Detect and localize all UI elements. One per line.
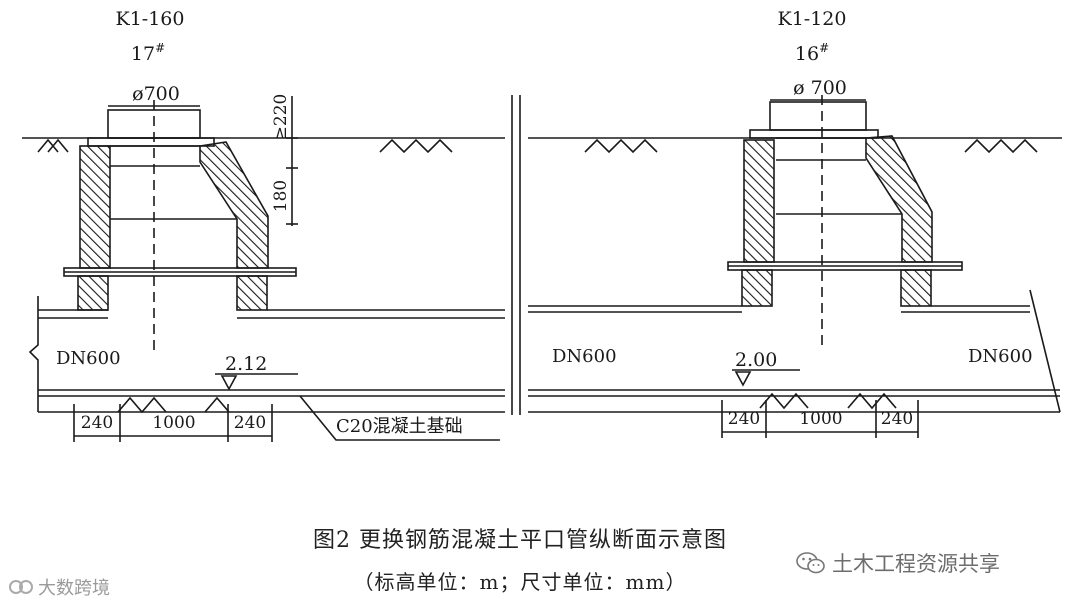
units-note: （标高单位：m；尺寸单位：mm） (353, 570, 687, 594)
dim-180-label: 180 (271, 180, 291, 212)
elev-marker-right (732, 369, 800, 387)
elev-marker-left (215, 373, 298, 391)
dim-a-right: 240 (728, 409, 760, 429)
ground-symbol-8 (847, 392, 897, 410)
foundation-label: C20混凝土基础 (336, 416, 463, 437)
logo-icon (9, 580, 33, 594)
dim-c-right: 240 (881, 409, 913, 429)
pipe-label-mid: DN600 (552, 346, 617, 367)
ground-symbol-1 (37, 138, 69, 153)
dim-220-label: ≥220 (271, 94, 291, 141)
watermark-left: 大数跨境 (8, 574, 110, 600)
pier-right-2 (900, 269, 932, 307)
left-wall-right (743, 139, 775, 263)
pier-right-1 (741, 269, 773, 307)
dim-strip-right (721, 400, 919, 438)
well-no-right: 16# (795, 41, 829, 65)
foundation-leader (299, 395, 500, 441)
right-wall-right (865, 135, 933, 263)
wechat-icon (796, 552, 825, 574)
dim-b-right: 1000 (799, 409, 842, 429)
elev-label-left: 2.12 (225, 353, 267, 375)
ground-symbol-7 (759, 392, 809, 410)
elev-label-right: 2.00 (735, 349, 777, 371)
manhole-right (727, 95, 963, 345)
right-wall-left (199, 141, 269, 269)
watermark-right: 土木工程资源共享 (796, 548, 1000, 578)
pipe-section-drawing: K1-160 17# ø700 K1-120 16# ø 700 ≥220 18… (22, 8, 1062, 442)
pipe-label-left: DN600 (56, 348, 121, 369)
stake-right: K1-120 (778, 8, 847, 30)
watermark-left-text: 大数跨境 (38, 578, 110, 599)
ground-symbol-6 (204, 396, 230, 413)
ground-symbol-5 (117, 396, 167, 414)
dim-strip-left (73, 404, 273, 442)
manhole-left (63, 100, 297, 350)
dim-b-left: 1000 (152, 413, 195, 433)
dim-c-left: 240 (234, 413, 266, 433)
figure-caption: 图2 更换钢筋混凝土平口管纵断面示意图 (313, 528, 727, 553)
pipe-label-right: DN600 (968, 346, 1033, 367)
pier-left-1 (77, 275, 109, 311)
dia-label-left: ø700 (132, 83, 180, 105)
ground-symbol-4 (964, 138, 1038, 154)
left-wall-left (79, 145, 111, 269)
dim-a-left: 240 (81, 413, 113, 433)
stake-left: K1-160 (116, 8, 185, 30)
ground-symbol-3 (584, 138, 658, 154)
pier-left-2 (236, 275, 268, 311)
pipe-dn600 (28, 289, 1061, 413)
ground-symbol-2 (379, 138, 453, 154)
dia-label-right: ø 700 (793, 77, 847, 99)
watermark-right-text: 土木工程资源共享 (832, 552, 1000, 576)
manhole-cover-right (769, 101, 867, 131)
well-no-left: 17# (131, 41, 165, 65)
